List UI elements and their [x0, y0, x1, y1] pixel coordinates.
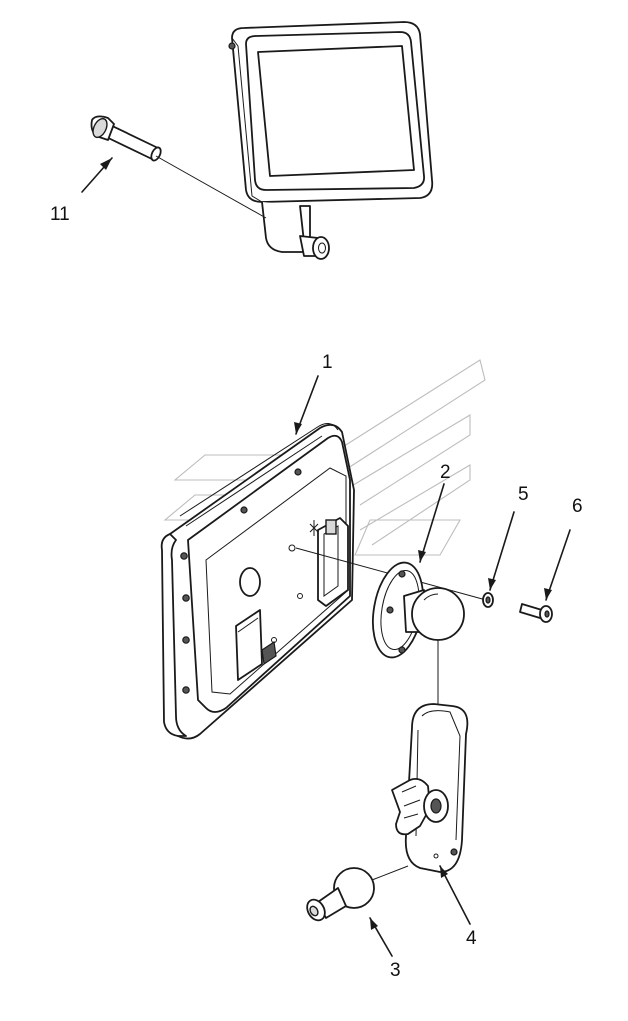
assembly-line-stud	[371, 865, 409, 881]
double-socket-arm	[391, 703, 469, 873]
leader-11	[81, 157, 113, 193]
washer	[482, 592, 494, 608]
display-unit	[228, 21, 434, 260]
callout-6: 6	[572, 496, 583, 517]
leader-5	[488, 511, 515, 591]
screw	[519, 603, 553, 623]
leader-4	[439, 865, 471, 925]
leader-6	[544, 529, 571, 601]
assembly-line-pin	[155, 155, 267, 219]
leader-2	[418, 483, 445, 563]
callout-4: 4	[466, 928, 477, 949]
ball-stud	[306, 867, 375, 922]
leader-1	[294, 375, 319, 435]
leader-3	[369, 917, 393, 957]
callout-11: 11	[50, 204, 70, 225]
callout-2: 2	[440, 462, 451, 483]
display-back-housing	[160, 423, 355, 740]
round-ball-base	[372, 561, 465, 659]
callout-1: 1	[322, 352, 333, 373]
hinge-pin	[90, 115, 162, 162]
callout-5: 5	[518, 484, 529, 505]
callout-3: 3	[390, 960, 401, 981]
